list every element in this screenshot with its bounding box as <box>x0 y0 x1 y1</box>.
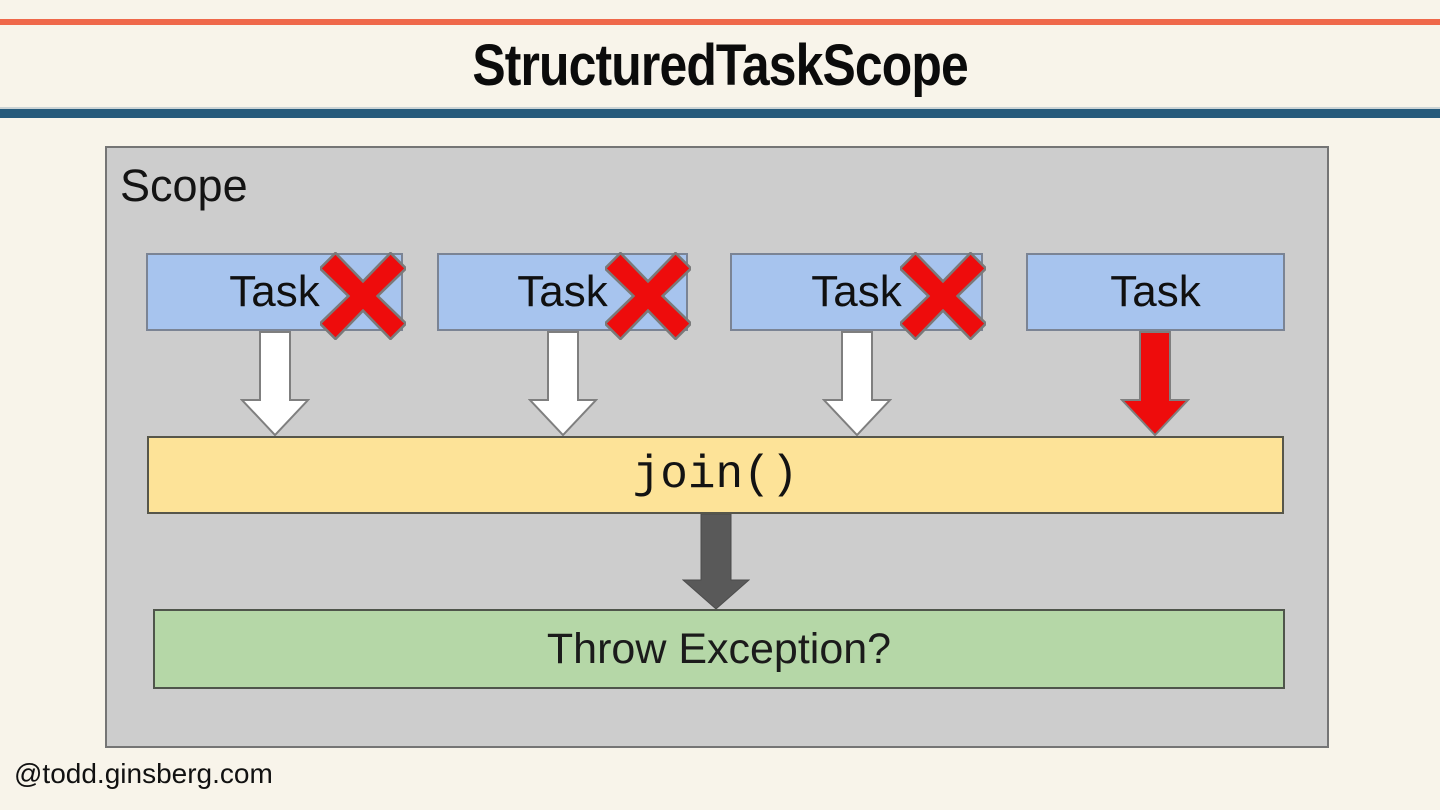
scope-label: Scope <box>120 160 248 211</box>
title-divider-navy <box>0 109 1440 118</box>
title-divider-light <box>0 107 1440 109</box>
failed-x-icon <box>605 252 691 340</box>
failed-x-icon <box>900 252 986 340</box>
task-box-2: Task <box>437 253 688 331</box>
task-box-4: Task <box>1026 253 1285 331</box>
join-box: join() <box>147 436 1284 514</box>
footer-attribution: @todd.ginsberg.com <box>14 758 273 789</box>
down-arrow-white-icon <box>240 331 310 437</box>
down-arrow-gray-icon <box>682 514 750 610</box>
failed-x-icon <box>320 252 406 340</box>
title-row: StructuredTaskScope <box>0 32 1440 99</box>
down-arrow-white-icon <box>822 331 892 437</box>
down-arrow-white-icon <box>528 331 598 437</box>
result-box: Throw Exception? <box>153 609 1285 689</box>
top-accent-rule <box>0 19 1440 25</box>
task-box-1: Task <box>146 253 403 331</box>
down-arrow-red-icon <box>1120 331 1190 437</box>
slide-title: StructuredTaskScope <box>472 33 968 98</box>
